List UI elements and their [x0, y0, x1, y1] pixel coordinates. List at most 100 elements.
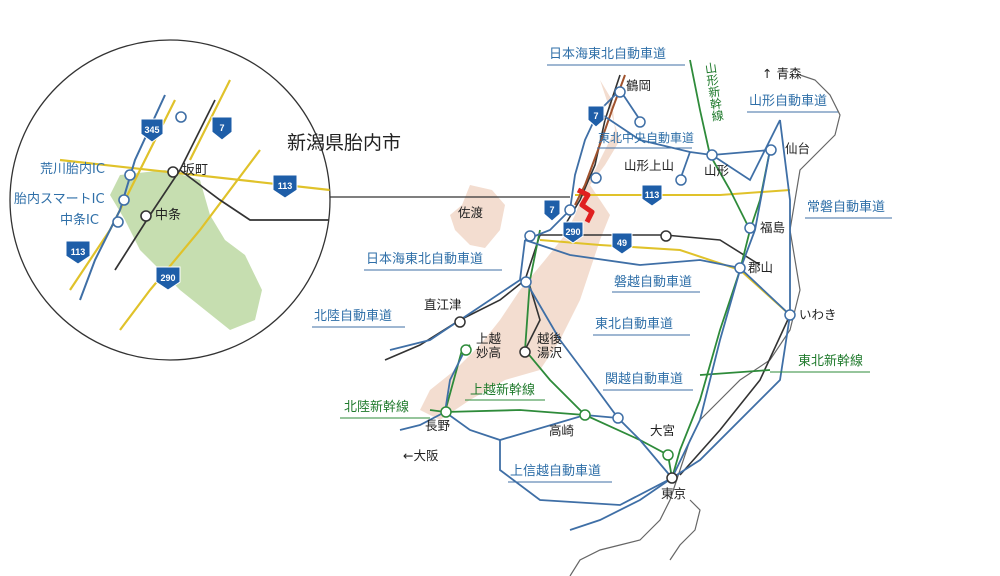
label-nagano: 長野 — [425, 418, 451, 433]
marker-yamagata — [706, 149, 718, 161]
marker-fukushima — [744, 222, 756, 234]
label-tohoku-chuo: 東北中央自動車道 — [598, 131, 695, 145]
shield-inset-345-text: 345 — [144, 125, 159, 135]
shinkansen-tohoku — [671, 149, 771, 479]
hw-west-spur — [399, 411, 446, 431]
label-koriyama: 郡山 — [748, 260, 774, 275]
label-yamagata-hw: 山形自動車道 — [749, 94, 828, 109]
marker-omiya — [662, 449, 674, 461]
route-49-line — [539, 239, 791, 316]
label-tohoku-shinkansen: 東北新幹線 — [798, 354, 864, 369]
label-tsuruoka: 鶴岡 — [626, 78, 652, 93]
label-yamagata-kamiyama: 山形上山 — [624, 158, 675, 173]
label-banetsu-hw: 磐越自動車道 — [614, 275, 693, 290]
shield-r49-text: 49 — [617, 238, 627, 248]
shield-r113-text: 113 — [645, 190, 660, 200]
shinkansen-hokuriku — [429, 409, 586, 416]
tohoku-shinkansen-leader — [699, 369, 771, 376]
inset-label-sakamachi: 坂町 — [182, 163, 209, 178]
shield-inset-290-text: 290 — [160, 273, 175, 283]
shield-inset-113b — [65, 240, 91, 265]
hw-kanetsu — [524, 279, 673, 479]
marker-niigata — [524, 230, 536, 242]
marker-takasaki — [579, 409, 591, 421]
marker-tainai — [564, 204, 576, 216]
marker-naoetsu — [454, 316, 466, 328]
station-markers — [440, 86, 796, 484]
label-tokyo: 東京 — [661, 486, 687, 501]
label-fukushima: 福島 — [760, 220, 786, 235]
inset-label-smart-ic: 胎内スマートIC — [14, 192, 105, 207]
inset-label-nakajo: 中条 — [155, 208, 182, 223]
marker-nihonkai-jct — [634, 116, 646, 128]
national-routes — [539, 189, 791, 316]
hw-joban — [671, 119, 791, 479]
shield-inset-7 — [211, 116, 233, 141]
label-joetsu-shinkansen: 上越新幹線 — [470, 383, 536, 398]
inset-map — [9, 39, 331, 361]
label-omiya: 大宮 — [650, 423, 676, 438]
hw-tohoku — [671, 149, 771, 479]
marker-nagano — [440, 406, 452, 418]
shield-inset-113 — [272, 174, 298, 199]
pacific-coast — [569, 74, 841, 576]
inset-label-arakawa-ic: 荒川胎内IC — [40, 162, 105, 177]
marker-koriyama — [734, 262, 746, 274]
label-iwaki: いわき — [799, 307, 837, 322]
label-nihonkai-tohoku-top: 日本海東北自動車道 — [549, 47, 667, 62]
marker-yamagata-kamiyama — [675, 174, 687, 186]
hw-banetsu — [524, 239, 791, 316]
marker-nagaoka — [520, 276, 532, 288]
shield-r7-south-text: 7 — [549, 205, 554, 215]
label-hokuriku-hw: 北陸自動車道 — [314, 309, 393, 324]
jr-shinetsu — [384, 234, 541, 361]
marker-tsuruoka — [614, 86, 626, 98]
shield-inset-290 — [155, 266, 181, 291]
shield-inset-345 — [140, 118, 164, 143]
shield-inset-113b-text: 113 — [71, 247, 86, 257]
inset-label-nakajo-ic: 中条IC — [60, 213, 99, 228]
label-joban-hw: 常磐自動車道 — [807, 200, 886, 215]
shield-inset-7-text: 7 — [219, 123, 224, 133]
label-sado: 佐渡 — [458, 205, 484, 220]
marker-kanetsu-jct — [612, 412, 624, 424]
label-takasaki: 高崎 — [549, 423, 575, 438]
marker-tokyo — [666, 472, 678, 484]
marker-murakami — [590, 172, 602, 184]
label-aomori: ↑ 青森 — [762, 66, 802, 81]
marker-sendai — [765, 144, 777, 156]
shield-r7-north-text: 7 — [593, 111, 598, 121]
tainai-highlight — [576, 187, 595, 224]
sado-island — [450, 185, 505, 248]
label-leaders — [312, 64, 892, 483]
shield-r7-north — [587, 105, 605, 128]
shield-r290 — [562, 221, 584, 244]
label-echigo-yuzawa: 越後 湯沢 — [537, 331, 563, 361]
label-hokuriku-shinkansen: 北陸新幹線 — [344, 400, 410, 415]
main-shields — [543, 105, 663, 255]
marker-aizu — [660, 230, 672, 242]
map-title: 新潟県胎内市 — [287, 132, 402, 154]
hw-tokyo-south — [569, 477, 673, 531]
label-naoetsu: 直江津 — [424, 297, 462, 312]
label-joshinetsu-hw: 上信越自動車道 — [510, 464, 602, 479]
hw-yamagata — [711, 119, 781, 182]
label-sendai: 仙台 — [785, 141, 811, 156]
label-tohoku-hw: 東北自動車道 — [595, 317, 674, 332]
jr-iwaki-tokyo — [679, 314, 791, 476]
label-kanetsu-hw: 関越自動車道 — [605, 372, 684, 387]
label-osaka: ←大阪 — [403, 448, 439, 463]
label-yamagata: 山形 — [704, 163, 730, 178]
marker-echigo-yuzawa — [519, 346, 531, 358]
shield-texts: 7 7 113 290 49 345 7 113 113 290 — [71, 111, 660, 283]
hw-joshinetsu-2 — [499, 440, 673, 506]
marker-joetsu-myoko — [460, 344, 472, 356]
label-nihonkai-tohoku-mid: 日本海東北自動車道 — [366, 252, 484, 267]
label-joetsu-myoko: 上越 妙高 — [476, 331, 502, 361]
route-113-line — [575, 189, 791, 196]
shield-r7-south — [543, 199, 561, 222]
marker-iwaki — [784, 309, 796, 321]
chiba-coast — [669, 499, 701, 561]
shinkansen-leaders — [340, 371, 870, 419]
